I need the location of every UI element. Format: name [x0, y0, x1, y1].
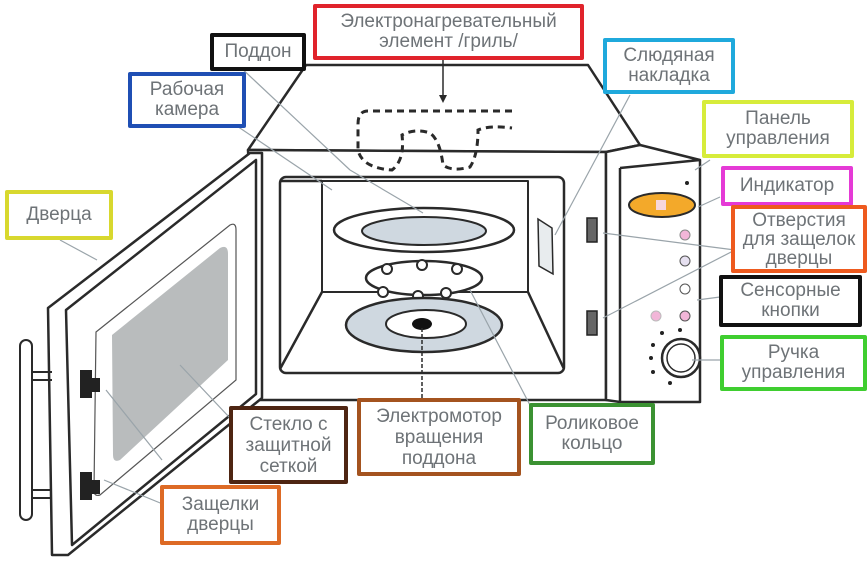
latch-hole-top: [586, 217, 598, 243]
label-latch-holes: Отверстия для защелок дверцы: [731, 205, 867, 273]
roller-wheels: [377, 259, 463, 302]
label-touch-buttons: Сенсорные кнопки: [719, 275, 862, 327]
grill-element: [356, 109, 513, 172]
touch-button: [679, 283, 691, 295]
touch-button: [679, 310, 691, 322]
mica-cover: [537, 217, 554, 276]
label-glass: Стекло с защитной сеткой: [229, 406, 348, 484]
door-glass: [112, 246, 228, 461]
label-motor: Электромотор вращения поддона: [357, 398, 521, 476]
label-indicator: Индикатор: [721, 166, 853, 206]
label-grill: Электронагревательный элемент /гриль/: [313, 4, 584, 60]
touch-button: [650, 310, 662, 322]
label-knob: Ручка управления: [720, 335, 867, 391]
microwave-top: [246, 63, 642, 154]
door-latches: [80, 370, 100, 500]
touch-button: [679, 255, 691, 267]
motor-shaft: [412, 318, 432, 330]
label-door: Дверца: [5, 190, 113, 240]
latch-hole-bottom: [586, 310, 598, 336]
label-door-latches: Защелки дверцы: [160, 485, 281, 545]
label-panel: Панель управления: [702, 100, 854, 158]
label-tray: Поддон: [210, 33, 306, 71]
label-mica: Слюдяная накладка: [603, 38, 735, 94]
label-cavity: Рабочая камера: [128, 72, 246, 128]
label-roller: Роликовое кольцо: [529, 403, 655, 465]
touch-button: [679, 229, 691, 241]
door-handle: [19, 339, 52, 521]
